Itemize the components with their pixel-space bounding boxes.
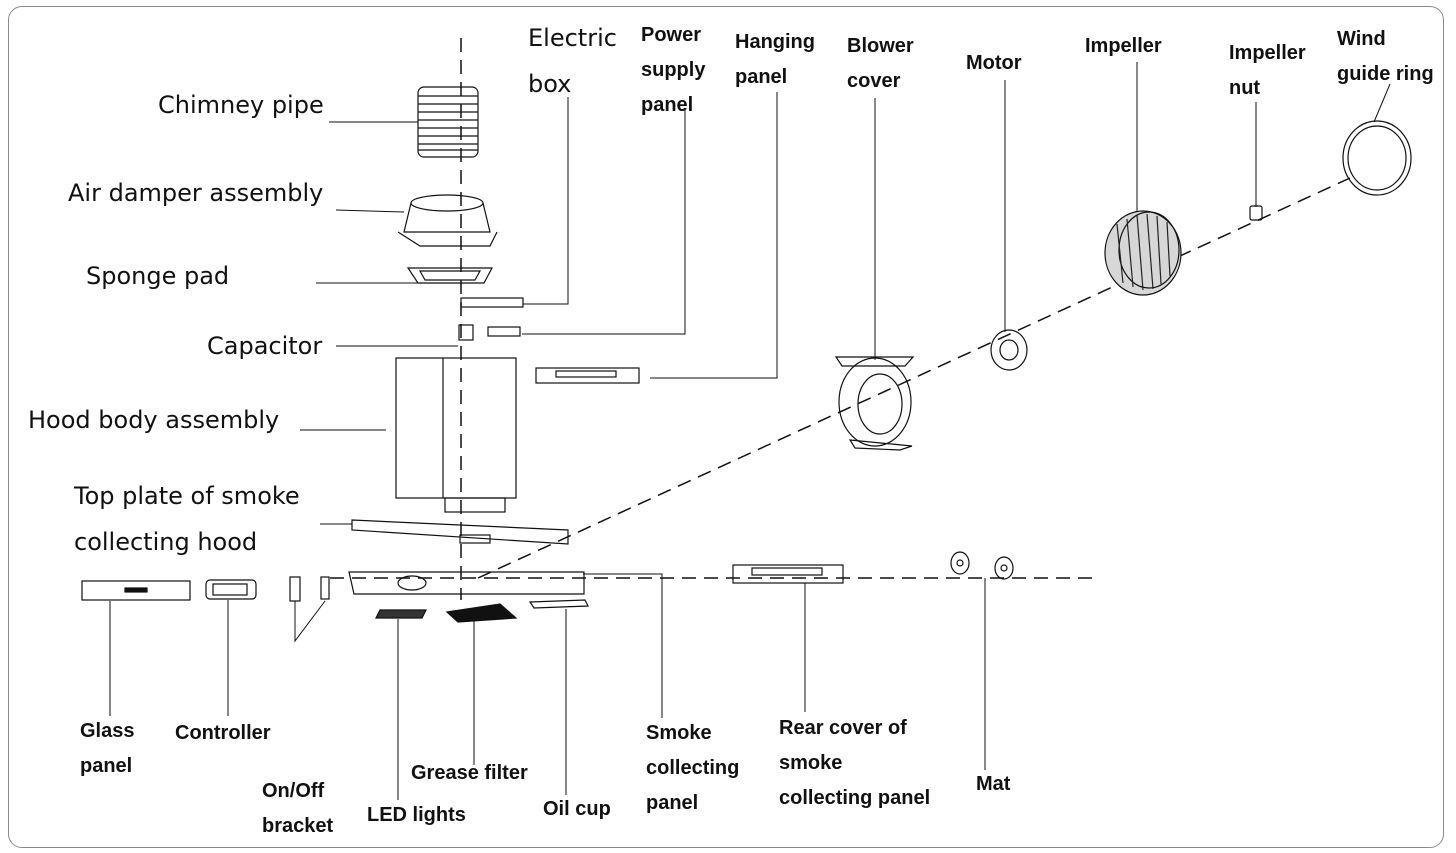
electric-box-part [460, 297, 524, 308]
assembly-axis-lines [330, 38, 1351, 600]
rear-cover-part [732, 564, 844, 584]
label-oil-cup: Oil cup [543, 798, 611, 820]
capacitor-part [458, 324, 474, 341]
on-off-bracket-part [289, 576, 330, 602]
controller-part [205, 579, 257, 600]
top-plate-part [351, 519, 569, 545]
mat-part [950, 551, 1014, 580]
air-damper-part [397, 194, 498, 247]
label-impeller: Impeller [1085, 35, 1162, 57]
label-glass-panel: Glass panel [80, 720, 135, 777]
oil-cup-part [528, 599, 589, 609]
glass-panel-badge [124, 587, 148, 593]
label-blower-cover: Blower cover [847, 35, 914, 92]
label-hood-body-assembly: Hood body assembly [28, 406, 280, 434]
label-grease-filter: Grease filter [411, 762, 528, 784]
hanging-panel-part [535, 367, 640, 384]
blower-cover-part [834, 356, 915, 451]
impeller-nut-part [1249, 205, 1263, 221]
hood-body-part [395, 357, 517, 513]
label-motor: Motor [966, 52, 1022, 74]
label-smoke-collecting-panel: Smoke collecting panel [646, 722, 740, 814]
label-air-damper-assembly: Air damper assembly [68, 179, 324, 207]
label-chimney-pipe: Chimney pipe [158, 91, 324, 119]
motor-part [990, 329, 1028, 371]
label-sponge-pad: Sponge pad [86, 262, 230, 290]
label-top-plate: Top plate of smoke collecting hood [74, 482, 300, 556]
led-lights-part [375, 609, 427, 619]
label-led-lights: LED lights [367, 804, 466, 826]
diagram-frame [8, 6, 1444, 848]
label-impeller-nut: Impeller nut [1229, 42, 1306, 99]
smoke-collecting-panel-part [348, 571, 585, 595]
glass-panel-part [81, 580, 191, 601]
label-capacitor: Capacitor [207, 332, 323, 360]
label-mat: Mat [976, 773, 1011, 795]
label-controller: Controller [175, 722, 271, 744]
label-wind-guide-ring: Wind guide ring [1337, 28, 1434, 85]
chimney-pipe-part [417, 86, 479, 158]
label-electric-box: Electric box [528, 24, 617, 98]
wind-guide-ring-part [1342, 120, 1412, 196]
grease-filter-part [445, 603, 518, 623]
impeller-part [1104, 210, 1182, 296]
label-hanging-panel: Hanging panel [735, 31, 815, 88]
sponge-pad-part [406, 267, 493, 284]
label-rear-cover: Rear cover of smoke collecting panel [779, 717, 931, 809]
leader-lines [109, 62, 1391, 800]
label-power-supply-panel: Power supply panel [641, 24, 706, 116]
power-supply-part [487, 326, 521, 337]
label-on-off-bracket: On/Off bracket [262, 780, 334, 837]
